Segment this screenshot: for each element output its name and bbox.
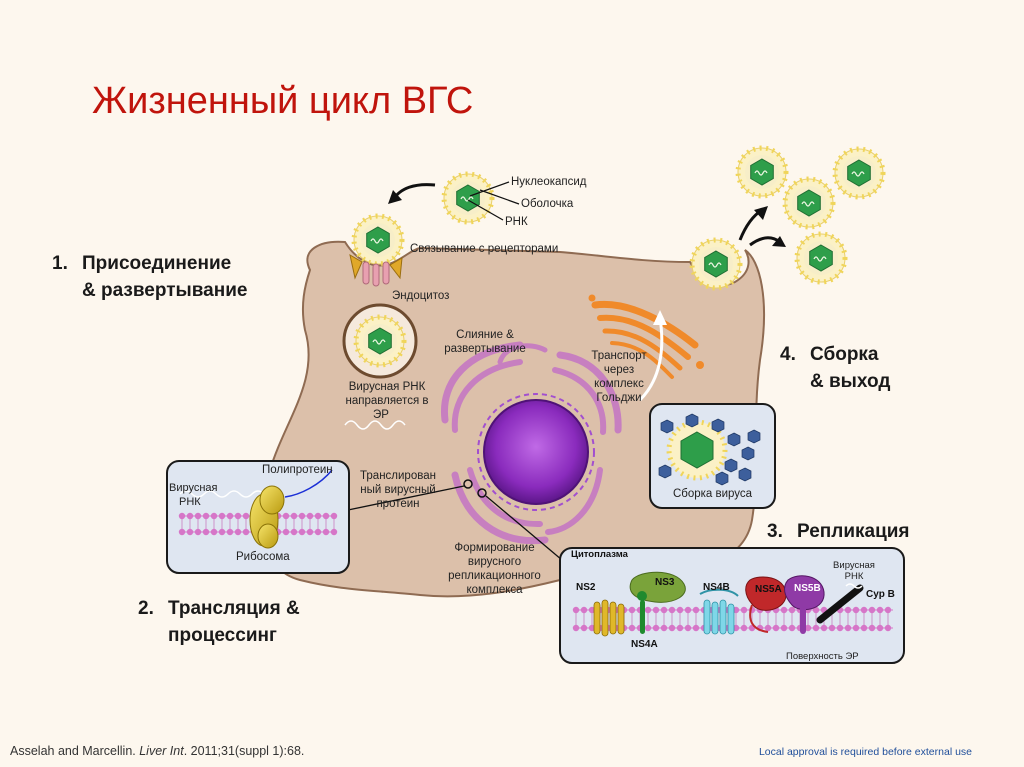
er-membrane: [440, 341, 622, 545]
translated-protein-label: Транслирован ный вирусный протеин: [360, 470, 436, 510]
ns5b-label: NS5B: [794, 583, 821, 594]
endocytosis-label: Эндоцитоз: [392, 290, 450, 302]
nucleocapsid-label: Нуклеокапсид: [511, 176, 587, 188]
citation: Asselah and Marcellin. Liver Int. 2011;3…: [10, 744, 305, 758]
golgi-transport-label: Транспорт через комплекс Гольджи: [591, 350, 647, 404]
golgi-apparatus: [588, 294, 704, 379]
assembly-inset: [649, 403, 776, 509]
slide-title: Жизненный цикл ВГС: [92, 80, 474, 122]
fusion-label: Слияние & развертывание: [444, 329, 526, 355]
cypb-label: Cyp B: [866, 589, 895, 600]
ns3-label: NS3: [655, 577, 675, 588]
viral-rna-to-er-label: Вирусная РНК направляется в ЭР: [345, 381, 429, 421]
inset-viral-rna-label: Вирусная РНК: [169, 482, 218, 508]
ribosome-label: Рибосома: [236, 551, 290, 563]
nucleus: [483, 399, 589, 505]
ns2-label: NS2: [576, 582, 596, 593]
ns4b-label: NS4B: [703, 582, 730, 593]
ns4a-label: NS4A: [631, 639, 658, 650]
step-3: 3.Репликация: [767, 521, 910, 542]
assembly-label: Сборка вируса: [672, 488, 753, 500]
translation-inset: [166, 460, 350, 574]
replication-viral-rna-label: Вирусная РНК: [833, 560, 875, 582]
rna-label: РНК: [505, 216, 528, 228]
receptor-binding-label: Связывание с рецепторами: [410, 243, 559, 255]
ns5a-label: NS5A: [755, 584, 782, 595]
lipid-bilayer-replication: [572, 606, 892, 632]
step-1: 1.Присоединение & развертывание: [52, 253, 248, 301]
replication-inset: [559, 547, 905, 664]
approval-note: Local approval is required before extern…: [758, 746, 972, 758]
step-4: 4.Сборка & выход: [780, 344, 891, 392]
replication-complex-label: Формирование вирусного репликационного к…: [448, 542, 541, 596]
er-surface-label: Поверхность ЭР: [786, 651, 859, 662]
envelope-label: Оболочка: [521, 198, 574, 210]
polyprotein-label: Полипротеин: [262, 464, 333, 476]
step-2: 2.Трансляция & процессинг: [138, 598, 300, 646]
ns2-protein: [593, 599, 625, 637]
cytoplasm-label: Цитоплазма: [571, 549, 628, 560]
